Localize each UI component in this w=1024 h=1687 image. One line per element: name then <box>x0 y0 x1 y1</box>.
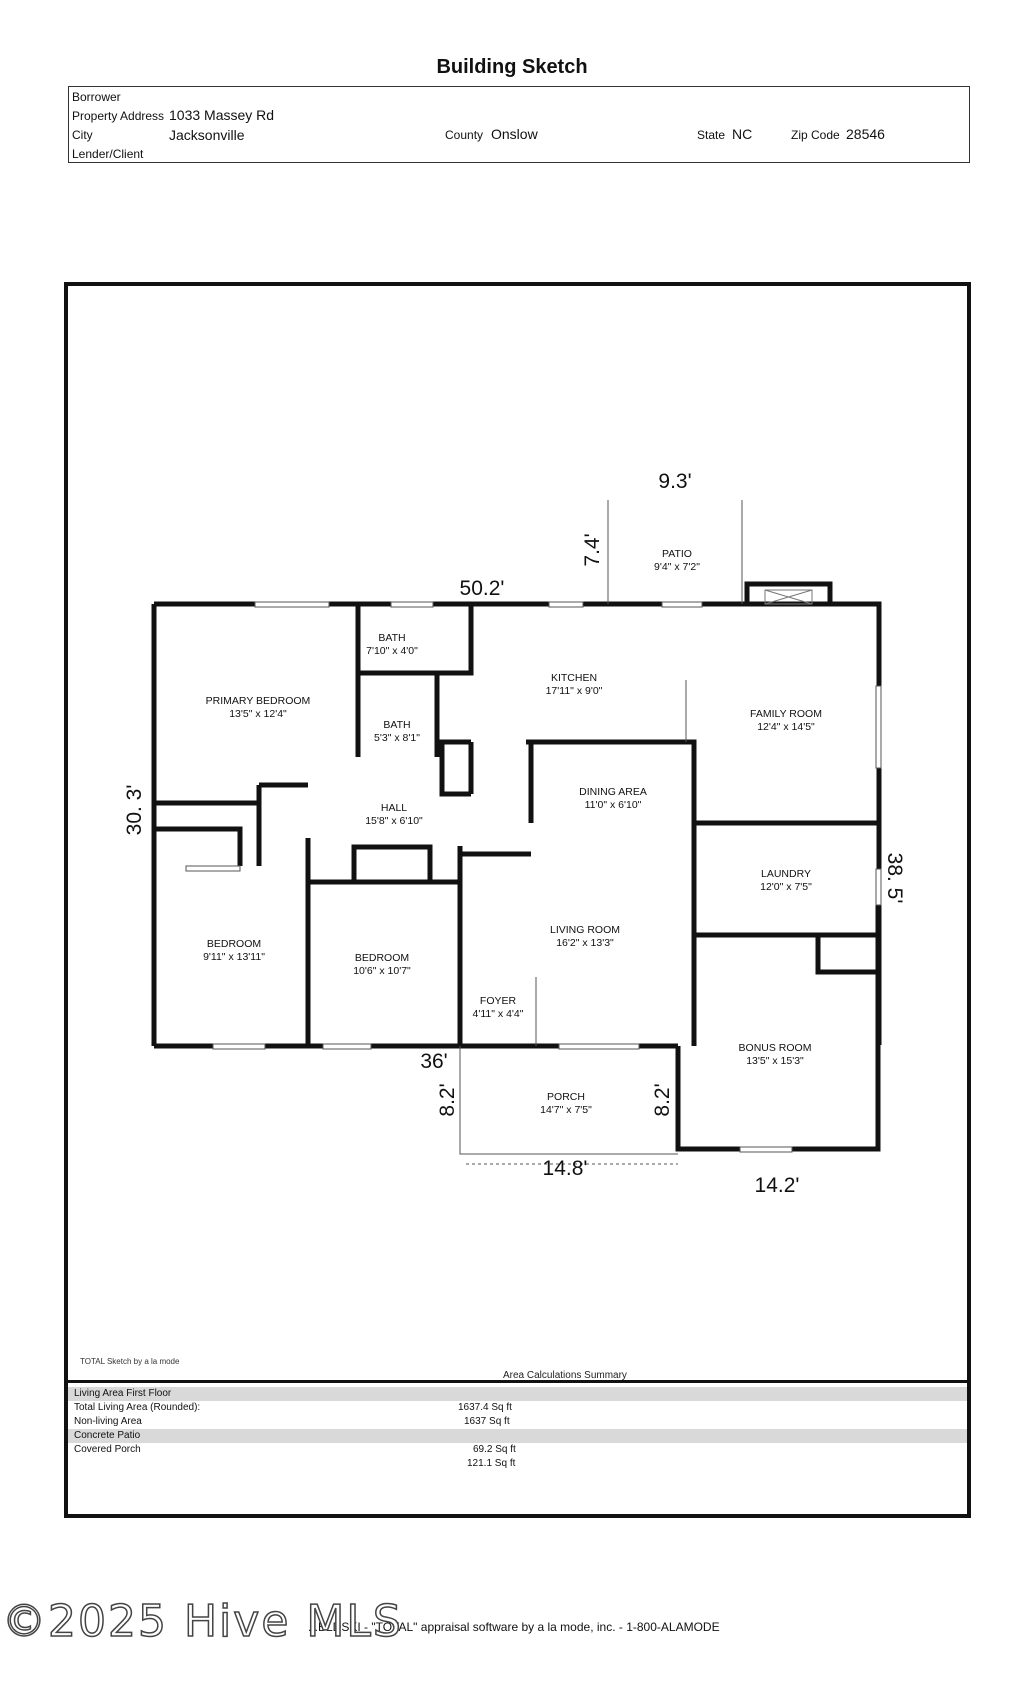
room-size-bedroom-1: 9'11" x 13'11" <box>203 951 265 963</box>
room-label-patio: PATIO <box>662 548 692 560</box>
summary-divider <box>68 1380 967 1383</box>
summary-row-label: Living Area First Floor <box>74 1388 172 1399</box>
floor-plan: PATIO 9'4" x 7'2" BATH 7'10" x 4'0" KITC… <box>80 470 906 1381</box>
room-label-living-room: LIVING ROOM <box>550 924 620 936</box>
state-value: NC <box>732 126 753 142</box>
property-info-box: Borrower Property Address 1033 Massey Rd… <box>68 86 970 163</box>
summary-row: Concrete Patio <box>68 1429 967 1443</box>
room-size-bonus-room: 13'5" x 15'3" <box>746 1055 804 1067</box>
dimension-bonus-width: 14.2' <box>755 1174 800 1197</box>
room-size-bath-1: 7'10" x 4'0" <box>366 645 418 657</box>
borrower-label: Borrower <box>72 90 121 104</box>
room-label-dining-area: DINING AREA <box>579 786 647 798</box>
room-label-bedroom-1: BEDROOM <box>207 938 261 950</box>
room-size-foyer: 4'11" x 4'4" <box>473 1008 524 1020</box>
dimension-porch-width: 14.8' <box>543 1157 588 1180</box>
dimension-bottom: 36' <box>420 1050 447 1073</box>
room-size-laundry: 12'0" x 7'5" <box>760 881 812 893</box>
summary-row-label: Covered Porch <box>74 1444 141 1455</box>
property-address-value: 1033 Massey Rd <box>169 107 275 123</box>
room-size-bath-2: 5'3" x 8'1" <box>374 732 420 744</box>
summary-title: Area Calculations Summary <box>503 1370 627 1381</box>
summary-row-value: 69.2 Sq ft <box>473 1444 516 1455</box>
summary-row-label: Concrete Patio <box>74 1430 141 1441</box>
property-address-label: Property Address <box>72 109 165 123</box>
dimension-patio-depth: 7.4' <box>581 533 604 566</box>
dimension-right: 38. 5' <box>883 853 906 904</box>
sketch-frame <box>64 282 971 1518</box>
lender-label: Lender/Client <box>72 147 144 161</box>
dimension-porch-right: 8.2' <box>651 1083 674 1116</box>
room-size-porch: 14'7" x 7'5" <box>540 1104 592 1116</box>
room-label-primary-bedroom: PRIMARY BEDROOM <box>206 695 311 707</box>
summary-row-value: 1637.4 Sq ft <box>458 1402 512 1413</box>
room-label-bath-1: BATH <box>378 632 405 644</box>
county-label: County <box>445 128 484 142</box>
room-label-porch: PORCH <box>547 1091 585 1103</box>
county-value: Onslow <box>491 126 538 142</box>
summary-row-value: 121.1 Sq ft <box>467 1458 516 1469</box>
city-label: City <box>72 128 93 142</box>
room-size-primary-bedroom: 13'5" x 12'4" <box>229 708 287 720</box>
software-footer: ...BLDSKI - "TOTAL" appraisal software b… <box>308 1620 720 1634</box>
room-size-dining-area: 11'0" x 6'10" <box>585 799 642 811</box>
room-size-kitchen: 17'11" x 9'0" <box>546 685 603 697</box>
room-label-bonus-room: BONUS ROOM <box>739 1042 812 1054</box>
dimension-patio-width: 9.3' <box>658 470 691 493</box>
summary-row: Covered Porch 69.2 Sq ft <box>68 1443 967 1457</box>
zip-value: 28546 <box>846 126 885 142</box>
room-size-family-room: 12'4" x 14'5" <box>757 721 815 733</box>
document-title: Building Sketch <box>436 56 588 78</box>
room-label-laundry: LAUNDRY <box>761 868 811 880</box>
dimension-left: 30. 3' <box>123 785 146 836</box>
mls-watermark: ©2025 Hive MLS <box>1 1595 403 1648</box>
dimension-porch-left: 8.2' <box>436 1083 459 1116</box>
zip-label: Zip Code <box>791 128 840 142</box>
summary-row: Non-living Area 1637 Sq ft <box>68 1415 967 1429</box>
summary-row-value: 1637 Sq ft <box>464 1416 510 1427</box>
summary-row: 121.1 Sq ft <box>68 1457 967 1471</box>
room-size-patio: 9'4" x 7'2" <box>654 561 700 573</box>
room-size-bedroom-2: 10'6" x 10'7" <box>353 965 411 977</box>
room-label-bedroom-2: BEDROOM <box>355 952 409 964</box>
summary-row-label: Non-living Area <box>74 1416 142 1427</box>
summary-row: Living Area First Floor <box>68 1387 967 1401</box>
city-value: Jacksonville <box>169 127 245 143</box>
summary-row-label: Total Living Area (Rounded): <box>74 1402 201 1413</box>
room-label-family-room: FAMILY ROOM <box>750 708 822 720</box>
room-label-kitchen: KITCHEN <box>551 672 597 684</box>
sketch-credit: TOTAL Sketch by a la mode <box>80 1357 180 1366</box>
room-label-foyer: FOYER <box>480 995 517 1007</box>
room-size-hall: 15'8" x 6'10" <box>365 815 423 827</box>
summary-row: Total Living Area (Rounded): 1637.4 Sq f… <box>68 1401 967 1415</box>
dimension-top: 50.2' <box>460 577 505 600</box>
room-label-hall: HALL <box>381 802 407 814</box>
room-label-bath-2: BATH <box>383 719 410 731</box>
state-label: State <box>697 128 726 142</box>
room-size-living-room: 16'2" x 13'3" <box>556 937 614 949</box>
